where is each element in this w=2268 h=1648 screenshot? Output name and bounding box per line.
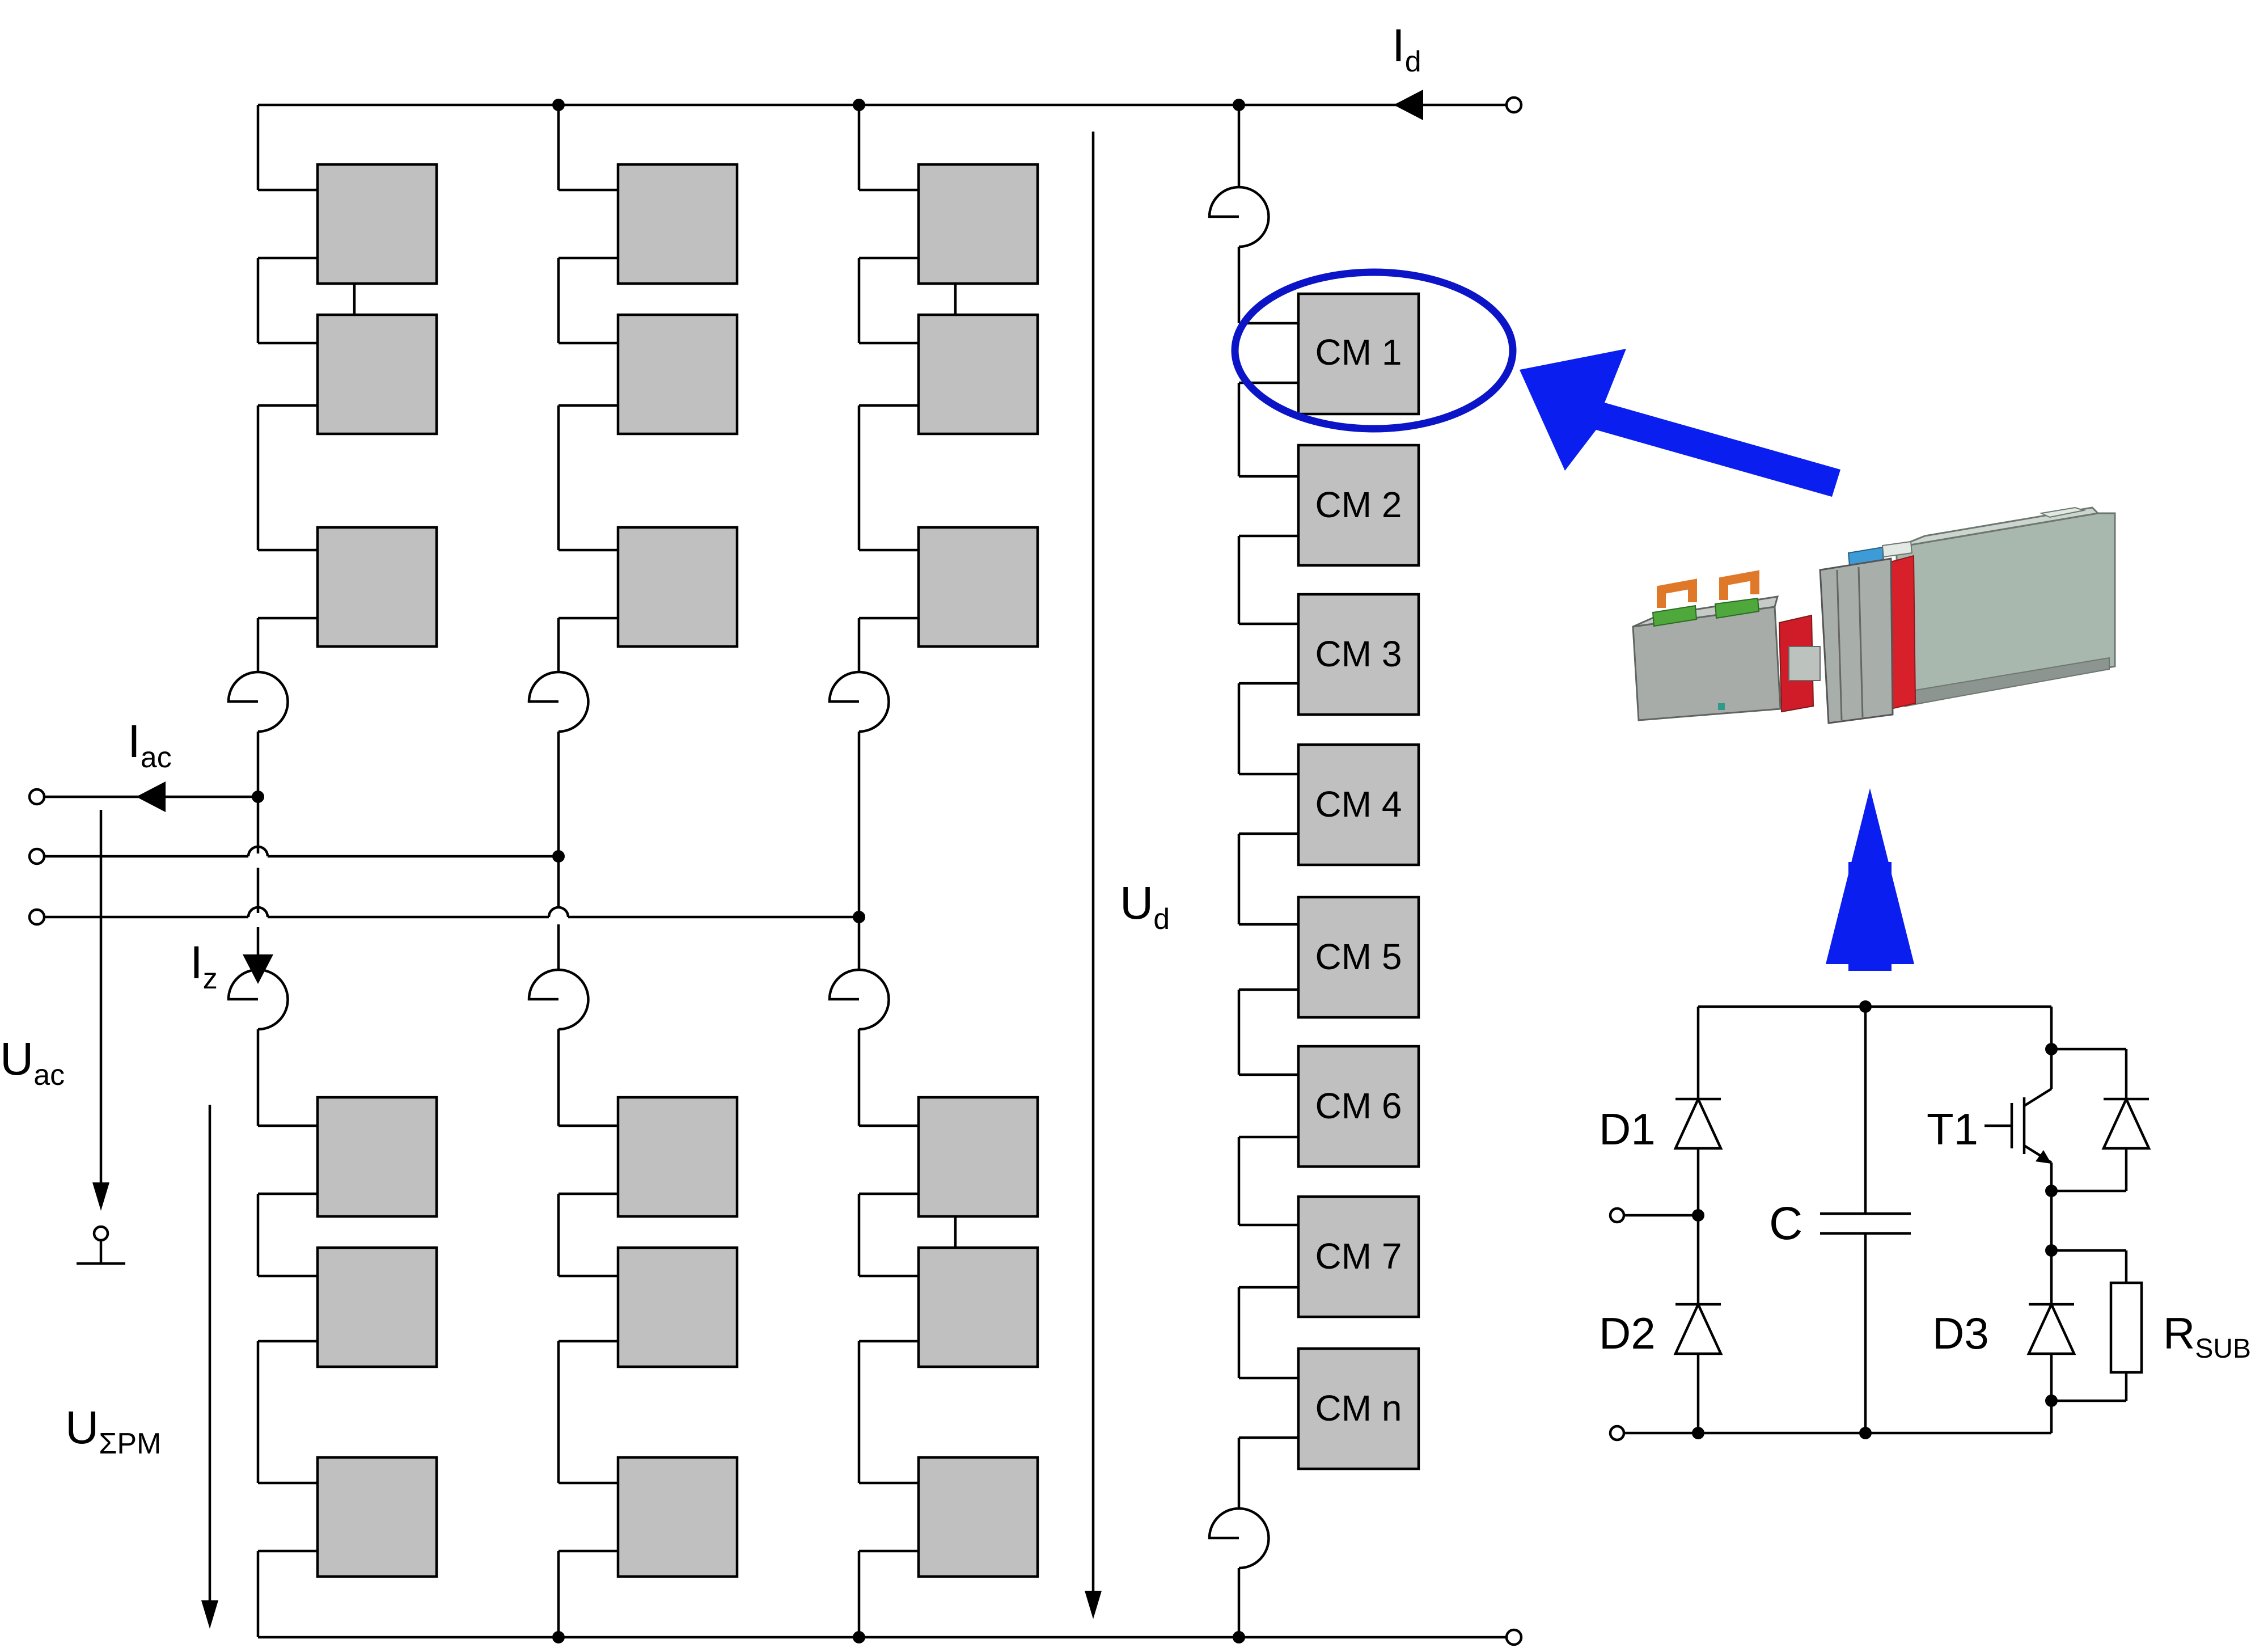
arm-inductor xyxy=(858,670,890,733)
igbt-t1 xyxy=(1984,1049,2053,1191)
upward-blue-arrow xyxy=(1826,788,1914,971)
submodule xyxy=(316,313,438,436)
cell-module-6-label: CM 6 xyxy=(1315,1085,1402,1126)
submodule xyxy=(316,163,438,285)
antiparallel-diode xyxy=(2101,1096,2151,1150)
module-3d-render xyxy=(1632,506,2116,724)
voltage-arrows xyxy=(201,132,1102,1629)
cell-module-5-label: CM 5 xyxy=(1315,936,1402,977)
label-c: C xyxy=(1769,1198,1802,1249)
label-d1: D1 xyxy=(1599,1104,1656,1154)
submodule xyxy=(917,1456,1039,1578)
module-connector-block xyxy=(1819,557,1894,724)
highlight-ellipse xyxy=(1231,268,1517,433)
phase-leg-3 xyxy=(828,105,1039,1637)
sub-terminal-bottom xyxy=(1609,1425,1626,1442)
submodule xyxy=(917,1246,1039,1368)
diode-d1 xyxy=(1673,1096,1723,1150)
label-t1: T1 xyxy=(1927,1104,1978,1154)
ac-connections xyxy=(28,781,865,1265)
stack-inductor-top xyxy=(1238,185,1270,248)
stack-inductor-bottom xyxy=(1238,1507,1270,1570)
submodule xyxy=(917,313,1039,436)
submodule xyxy=(316,1096,438,1218)
label-upm: UΣPM xyxy=(65,1402,161,1460)
arm-inductor xyxy=(257,670,289,733)
cell-module-4-label: CM 4 xyxy=(1315,784,1402,825)
submodule xyxy=(616,526,739,648)
cell-module-3 xyxy=(1297,593,1420,716)
uac-voltage-arrow xyxy=(92,1182,109,1211)
dc-positive-terminal xyxy=(1505,96,1523,114)
label-id: Id xyxy=(1392,20,1421,78)
label-ud: Ud xyxy=(1120,877,1170,936)
submodule xyxy=(616,163,739,285)
cell-module-7-label: CM 7 xyxy=(1315,1236,1402,1277)
module-coil-left xyxy=(1657,578,1697,608)
ac-terminal-c xyxy=(28,908,46,926)
submodule xyxy=(616,313,739,436)
submodule xyxy=(616,1456,739,1578)
diode-d3 xyxy=(2026,1301,2076,1355)
phase-leg-1 xyxy=(227,105,438,1637)
cell-module-2 xyxy=(1297,443,1420,567)
submodule xyxy=(316,526,438,648)
ac-terminal-b xyxy=(28,847,46,865)
label-rsub: RSUB xyxy=(2163,1308,2251,1364)
cell-module-7 xyxy=(1297,1195,1420,1319)
submodule xyxy=(917,163,1039,285)
upm-voltage-arrow xyxy=(201,1600,218,1629)
submodule xyxy=(917,526,1039,648)
submodule xyxy=(616,1246,739,1368)
cell-module-n-label: CM n xyxy=(1315,1388,1402,1429)
submodule xyxy=(917,1096,1039,1218)
cell-module-1 xyxy=(1297,292,1420,416)
cell-module-1-label: CM 1 xyxy=(1315,332,1402,373)
label-uac: Uac xyxy=(0,1033,65,1092)
label-iac: Iac xyxy=(128,716,172,774)
cell-module-stack: CM 1 CM 2 CM 3 CM 4 CM 5 CM 6 CM 7 CM n xyxy=(1208,105,1517,1643)
label-d3: D3 xyxy=(1932,1308,1989,1358)
label-d2: D2 xyxy=(1599,1308,1656,1358)
ac-terminal-a xyxy=(28,788,46,806)
module-coil-right xyxy=(1719,570,1759,600)
iz-current-arrow xyxy=(243,954,273,984)
text-labels: Id Iac Iz Uac Ud UΣPM D1 D2 C T1 D3 RSUB xyxy=(0,20,2251,1460)
dc-negative-terminal xyxy=(1505,1628,1523,1646)
blue-arrows xyxy=(1520,349,1914,971)
ground-terminal xyxy=(92,1225,109,1242)
submodule xyxy=(616,1096,739,1218)
label-iz: Iz xyxy=(190,937,218,995)
diagonal-blue-arrow xyxy=(1520,349,1840,497)
iac-current-arrow xyxy=(136,781,166,812)
diode-d2 xyxy=(1673,1301,1723,1355)
submodule xyxy=(316,1246,438,1368)
cell-module-6 xyxy=(1297,1045,1420,1168)
phase-leg-2 xyxy=(527,105,739,1637)
cell-module-5 xyxy=(1297,895,1420,1019)
cell-module-3-label: CM 3 xyxy=(1315,633,1402,674)
resistor-rsub xyxy=(2109,1281,2143,1374)
id-current-arrow xyxy=(1394,90,1423,120)
dc-bus-wiring xyxy=(258,90,1523,1646)
submodule-schematic xyxy=(1609,1000,2151,1442)
arm-inductor xyxy=(558,670,590,733)
cell-module-2-label: CM 2 xyxy=(1315,484,1402,525)
ud-voltage-arrow xyxy=(1085,1591,1102,1619)
sub-terminal-top xyxy=(1609,1207,1626,1224)
submodule xyxy=(316,1456,438,1578)
cell-module-4 xyxy=(1297,743,1420,867)
cell-module-n xyxy=(1297,1347,1420,1470)
